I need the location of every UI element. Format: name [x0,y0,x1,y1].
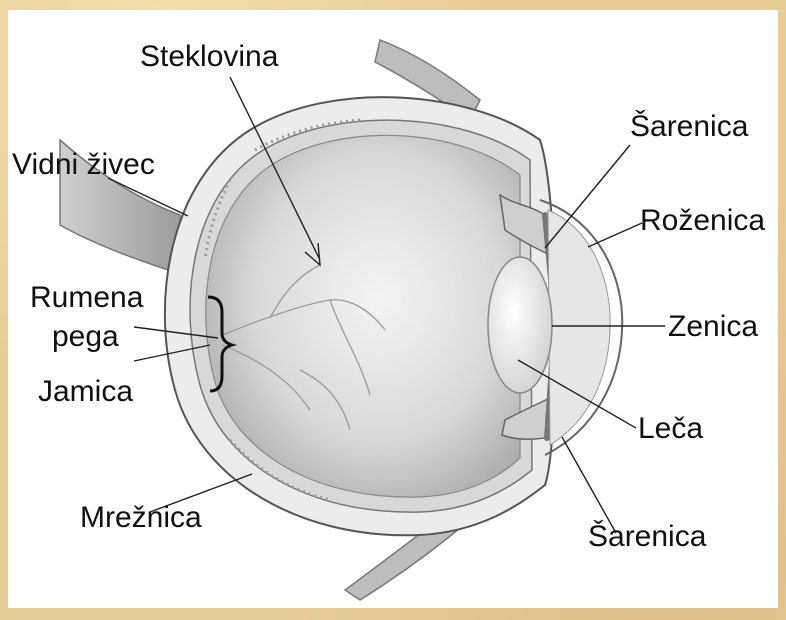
lens [488,257,552,393]
label-leca: Leča [638,414,703,444]
label-steklovina: Steklovina [140,42,278,72]
label-mreznica: Mrežnica [80,503,202,533]
label-zenica: Zenica [668,312,758,342]
vitreous-body [206,135,520,497]
label-vidni-zivec: Vidni živec [12,150,155,180]
anterior-chamber [548,210,610,445]
label-jamica: Jamica [38,377,133,407]
label-rumena-pega-line1: Rumena [30,283,143,313]
label-rumena-pega-line2: pega [52,322,119,352]
label-sarenica-top: Šarenica [630,112,748,142]
label-rozenica: Roženica [640,206,765,236]
label-sarenica-bottom: Šarenica [588,522,706,552]
